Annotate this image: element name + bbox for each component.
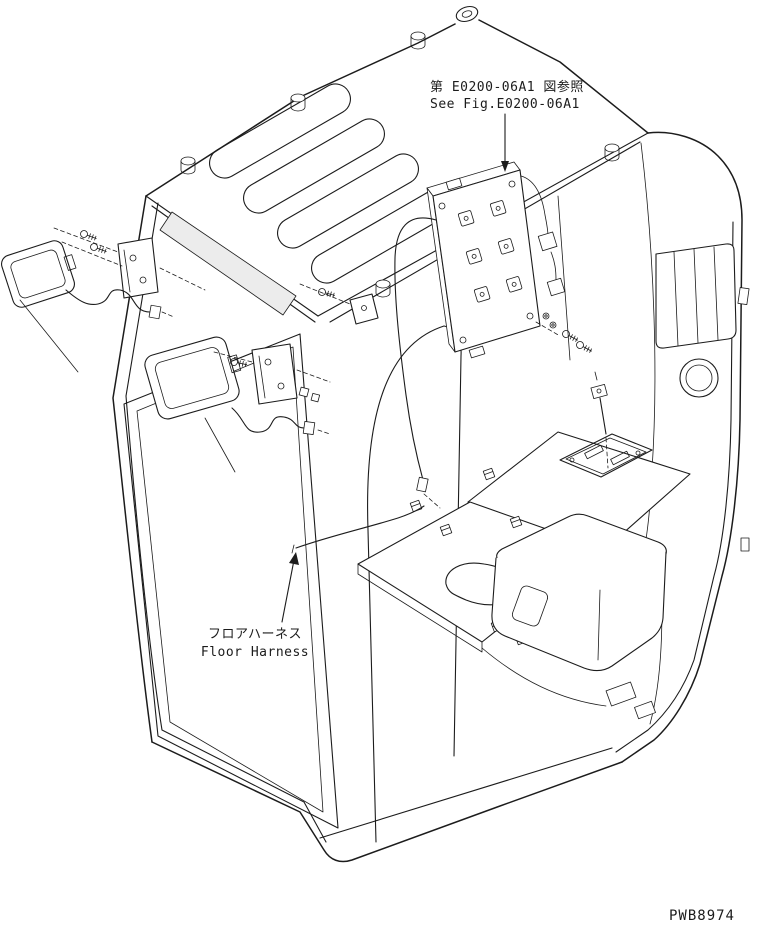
lifting-eye <box>455 5 479 23</box>
drawing-number: PWB8974 <box>669 908 735 924</box>
floor-harness-wire <box>291 505 425 554</box>
relay-box <box>426 161 541 359</box>
console-box <box>491 513 667 672</box>
lever-rod <box>590 371 609 469</box>
relay-box-side-relays <box>520 175 566 297</box>
lamp-bracket-front <box>117 237 206 299</box>
right-edge-clips <box>737 287 750 552</box>
harness-clip <box>482 467 496 481</box>
lower-right-brackets <box>481 647 656 720</box>
figure-reference-arrow <box>501 113 509 172</box>
floor-harness-label-en: Floor Harness <box>201 645 309 660</box>
lamp-rear-cord <box>231 407 331 436</box>
lamp-bracket-rear <box>251 343 331 405</box>
floor-harness-label-jp: フロアハーネス <box>208 627 302 642</box>
pillar-mount-plate <box>299 283 379 325</box>
roof-slot <box>243 118 385 214</box>
roof-front-panel <box>159 211 297 316</box>
figure-reference-label-jp: 第 E0200-06A1 図参照 <box>430 79 584 95</box>
figure-reference-label-en: See Fig.E0200-06A1 <box>430 97 580 112</box>
roof-slot <box>277 153 419 249</box>
floor-harness-arrow <box>281 552 299 623</box>
relay-box-harness-wire <box>394 217 441 509</box>
right-wall-window <box>655 243 737 349</box>
work-lamp-rear <box>144 336 242 473</box>
roof-slot <box>209 83 351 179</box>
cab-outline <box>112 19 743 863</box>
windshield-opening <box>123 333 339 829</box>
lamp-front-cord <box>65 289 175 320</box>
speaker-circle <box>679 358 719 398</box>
lamp-front-screws <box>53 227 123 267</box>
roof-mounting-bosses <box>180 31 620 298</box>
roof-slots <box>209 83 453 284</box>
relay-box-fasteners <box>535 312 594 355</box>
work-lamp-front <box>1 240 79 373</box>
